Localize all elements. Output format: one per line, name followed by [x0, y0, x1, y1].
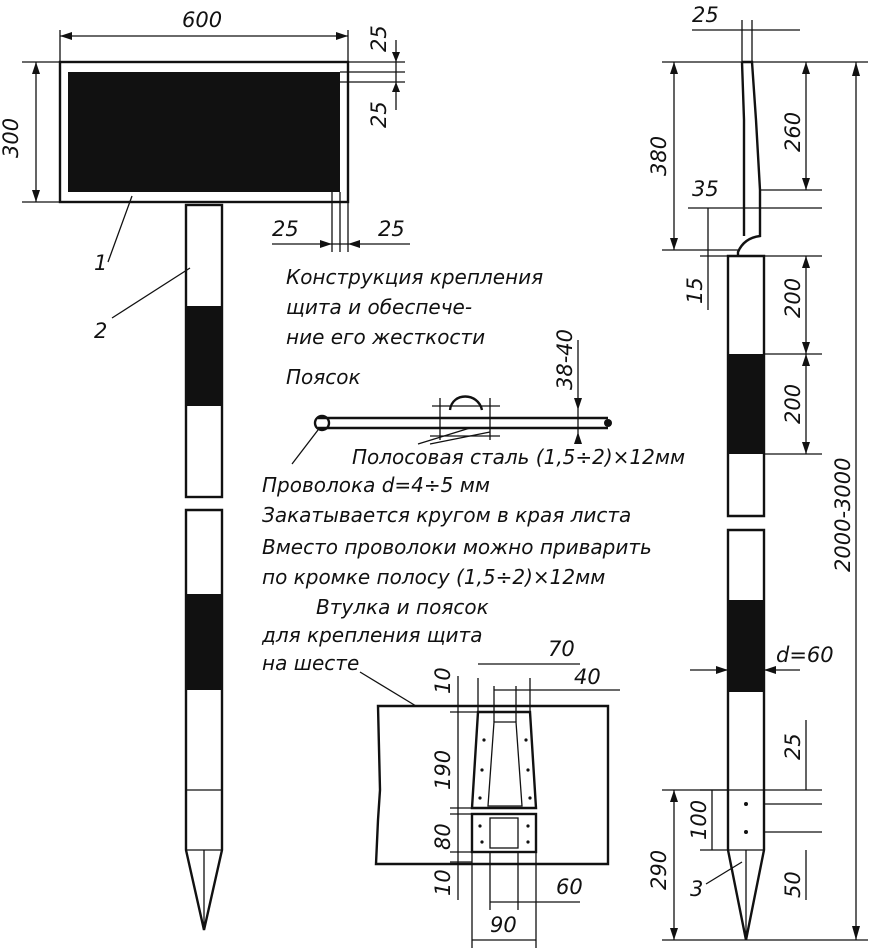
- dim-side-diameter: d=60: [776, 643, 834, 667]
- belt-diagram: 38-40 Полосовая сталь (1,5÷2)×12мм Прово…: [261, 329, 685, 675]
- dim-edge-top-25: 25: [367, 25, 391, 52]
- dim-height-300: 300: [0, 118, 23, 158]
- dim-side-15: 15: [683, 277, 707, 304]
- pole-front-view: 2: [94, 203, 224, 931]
- dim-sleeve-60: 60: [556, 875, 583, 899]
- side-band-dark-2: [729, 600, 763, 692]
- label-tip-3: 3: [690, 877, 703, 901]
- pole-band-dark-1: [187, 306, 221, 406]
- dim-bottom-right-25: 25: [378, 217, 405, 241]
- note-sleeve-1: Втулка и поясок: [316, 595, 489, 619]
- note-wire: Проволока d=4÷5 мм: [262, 473, 490, 497]
- note-instead-2: по кромке полосу (1,5÷2)×12мм: [262, 565, 605, 589]
- dim-sleeve-top-10: 10: [431, 667, 455, 694]
- dim-side-50: 50: [781, 871, 805, 898]
- note-sleeve-3: на шесте: [262, 651, 359, 675]
- dim-sleeve-bottom-10: 10: [431, 869, 455, 896]
- dim-sleeve-80: 80: [431, 823, 455, 850]
- dim-side-lower-25: 25: [781, 733, 805, 760]
- dim-sleeve-40: 40: [574, 665, 601, 689]
- note-construction-3: ние его жесткости: [286, 325, 485, 349]
- side-band-dark-1: [729, 354, 763, 454]
- pole-side-view: 25 260 380 35 15 200 200: [647, 3, 868, 941]
- dim-belt-38-40: 38-40: [553, 329, 577, 390]
- dim-width-600: 600: [182, 8, 222, 32]
- sign-board-view: 600 300 25 25 25 25 1: [0, 8, 410, 275]
- side-rivet-marks: [744, 802, 748, 834]
- dim-sleeve-190: 190: [431, 750, 455, 790]
- dim-side-260: 260: [781, 112, 805, 152]
- dim-sleeve-90: 90: [490, 913, 517, 937]
- construction-notes: Конструкция крепления щита и обеспече- н…: [286, 265, 543, 389]
- dim-side-200-a: 200: [781, 278, 805, 318]
- rivet-marks: [478, 738, 532, 844]
- label-board-1: 1: [94, 251, 107, 275]
- board-outline: [58, 60, 350, 204]
- note-strip-steel: Полосовая сталь (1,5÷2)×12мм: [352, 445, 685, 469]
- dim-side-100: 100: [687, 800, 711, 840]
- note-instead-1: Вместо проволоки можно приварить: [262, 535, 652, 559]
- sleeve-detail: 10 190 80 10 70 40 60 90: [359, 637, 620, 948]
- dim-sleeve-70: 70: [548, 637, 575, 661]
- dim-side-290: 290: [647, 850, 671, 890]
- dim-side-total: 2000-3000: [831, 458, 855, 572]
- dim-side-top-25: 25: [692, 3, 719, 27]
- note-sleeve-2: для крепления щита: [261, 623, 482, 647]
- note-belt: Поясок: [286, 365, 361, 389]
- note-rolled: Закатывается кругом в края листа: [262, 503, 631, 527]
- dim-side-35: 35: [692, 177, 719, 201]
- note-construction-2: щита и обеспече-: [286, 295, 472, 319]
- dim-edge-right-25: 25: [367, 101, 391, 128]
- note-construction-1: Конструкция крепления: [286, 265, 543, 289]
- board-face: [68, 72, 340, 192]
- dim-side-200-b: 200: [781, 384, 805, 424]
- label-pole-2: 2: [94, 319, 107, 343]
- dim-bottom-left-25: 25: [272, 217, 299, 241]
- dim-side-380: 380: [647, 136, 671, 176]
- pole-band-dark-2: [187, 594, 221, 690]
